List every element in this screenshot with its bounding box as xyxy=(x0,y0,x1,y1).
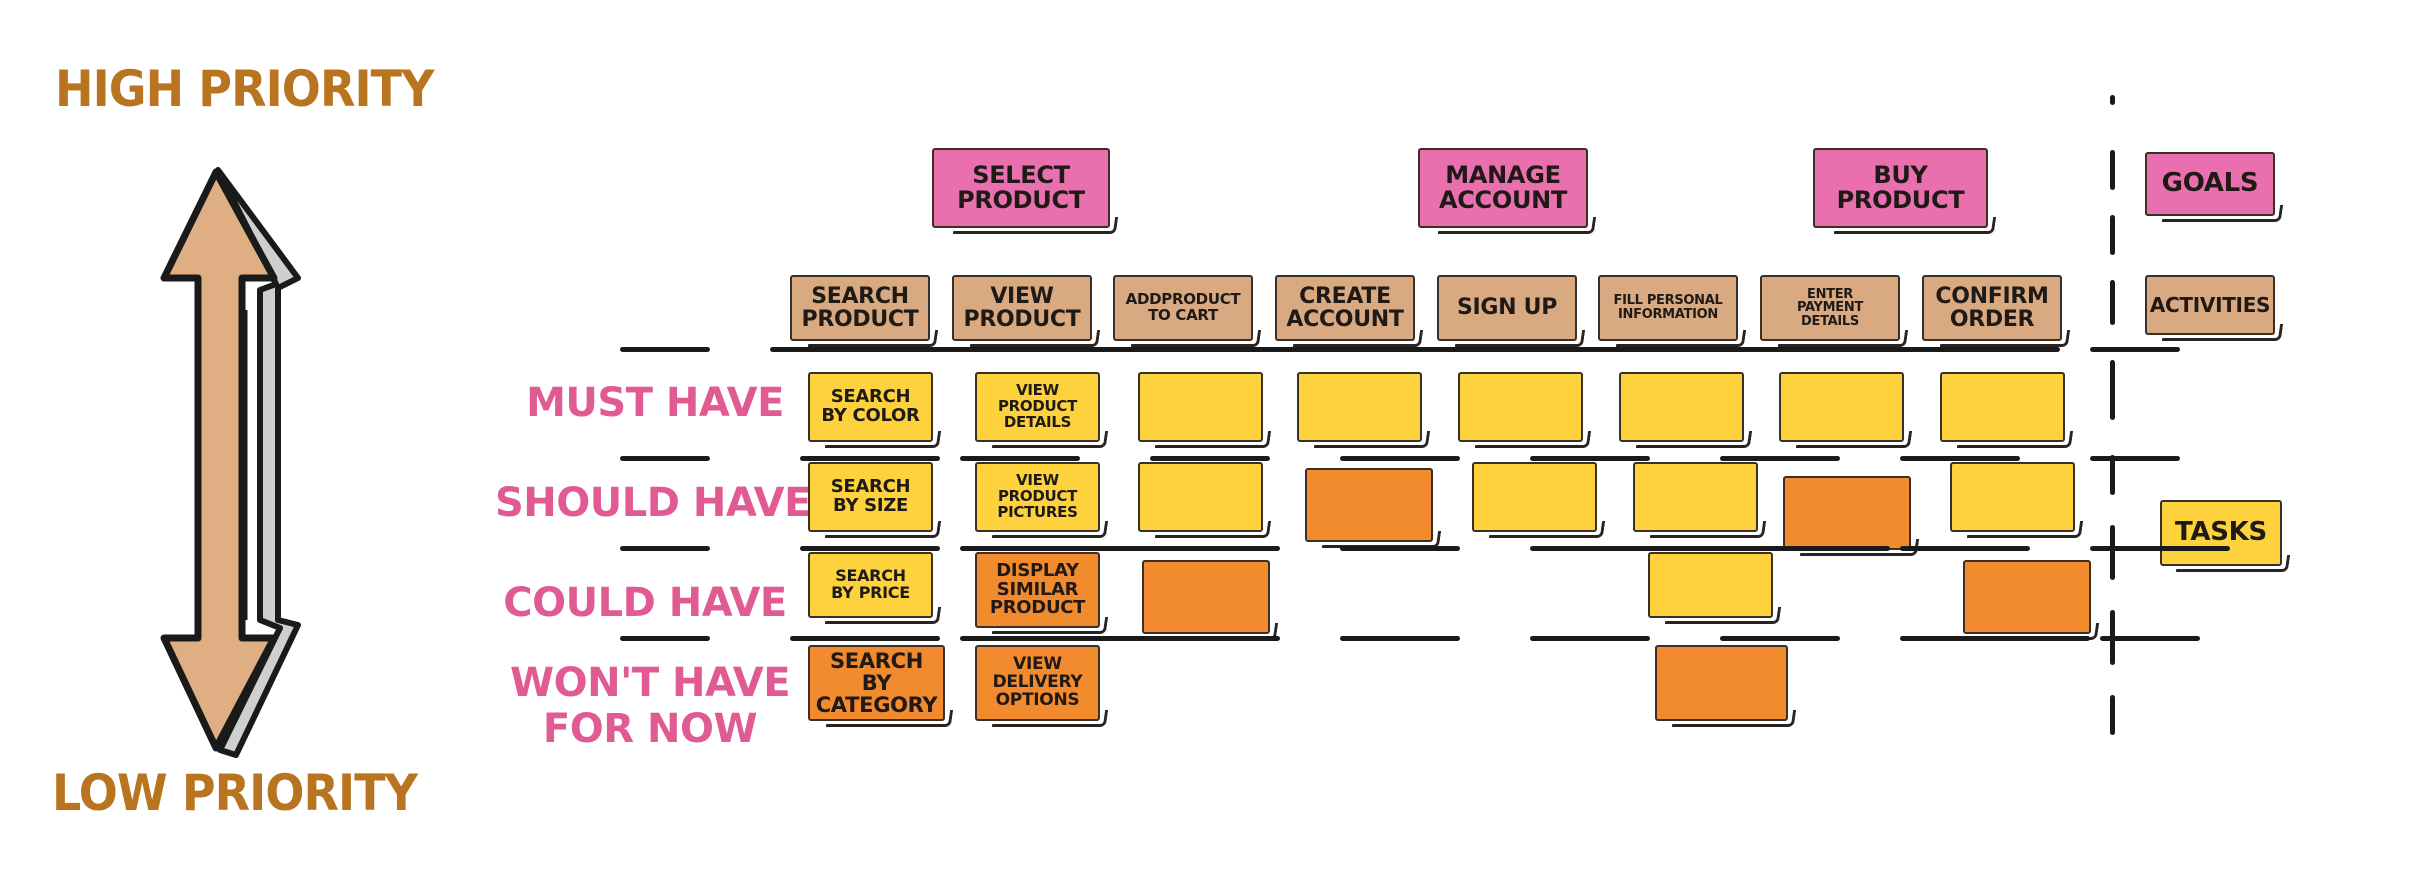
row-label-wont-have: WON'T HAVE FOR NOW xyxy=(509,660,791,752)
task-note-empty xyxy=(1458,372,1583,442)
activity-note-confirm-order: CONFIRM ORDER xyxy=(1922,275,2062,341)
legend-activities-note: ACTIVITIES xyxy=(2145,275,2275,335)
row-label-must-have: MUST HAVE xyxy=(526,380,784,426)
task-note-empty xyxy=(1142,560,1270,634)
activity-note-search-product: SEARCH PRODUCT xyxy=(790,275,930,341)
task-note-empty xyxy=(1138,462,1263,532)
task-note-view-delivery-options: VIEW DELIVERY OPTIONS xyxy=(975,645,1100,721)
task-note-empty xyxy=(1779,372,1904,442)
task-note-empty xyxy=(1305,468,1433,542)
activity-note-fill-personal-information: FILL PERSONAL INFORMATION xyxy=(1598,275,1738,341)
task-note-display-similar-product: DISPLAY SIMILAR PRODUCT xyxy=(975,552,1100,628)
activity-note-sign-up: SIGN UP xyxy=(1437,275,1577,341)
task-note-empty xyxy=(1940,372,2065,442)
task-note-view-product-pictures: VIEW PRODUCT PICTURES xyxy=(975,462,1100,532)
legend-tasks-note: TASKS xyxy=(2160,500,2282,566)
task-note-search-by-category: SEARCH BY CATEGORY xyxy=(808,645,945,721)
task-note-empty xyxy=(1138,372,1263,442)
priority-arrow-icon xyxy=(160,167,301,758)
task-note-empty xyxy=(1963,560,2091,634)
activity-note-add-to-cart: ADDPRODUCT TO CART xyxy=(1113,275,1253,341)
task-note-search-by-price: SEARCH BY PRICE xyxy=(808,552,933,618)
high-priority-label: HIGH PRIORITY xyxy=(55,60,434,118)
activity-note-view-product: VIEW PRODUCT xyxy=(952,275,1092,341)
task-note-empty xyxy=(1655,645,1788,721)
activity-note-create-account: CREATE ACCOUNT xyxy=(1275,275,1415,341)
task-note-empty xyxy=(1950,462,2075,532)
activity-note-enter-payment-details: ENTER PAYMENT DETAILS xyxy=(1760,275,1900,341)
task-note-empty xyxy=(1472,462,1597,532)
row-label-could-have: COULD HAVE xyxy=(503,580,787,626)
row-label-should-have: SHOULD HAVE xyxy=(495,480,811,526)
task-note-view-product-details: VIEW PRODUCT DETAILS xyxy=(975,372,1100,442)
task-note-empty xyxy=(1633,462,1758,532)
task-note-empty xyxy=(1783,476,1911,550)
task-note-search-by-size: SEARCH BY SIZE xyxy=(808,462,933,532)
task-note-empty xyxy=(1297,372,1422,442)
goal-note-select-product: SELECT PRODUCT xyxy=(932,148,1110,228)
goal-note-manage-account: MANAGE ACCOUNT xyxy=(1418,148,1588,228)
goal-note-buy-product: BUY PRODUCT xyxy=(1813,148,1988,228)
task-note-empty xyxy=(1648,552,1773,618)
task-note-empty xyxy=(1619,372,1744,442)
task-note-search-by-color: SEARCH BY COLOR xyxy=(808,372,933,442)
low-priority-label: LOW PRIORITY xyxy=(52,764,418,822)
legend-goals-note: GOALS xyxy=(2145,152,2275,216)
